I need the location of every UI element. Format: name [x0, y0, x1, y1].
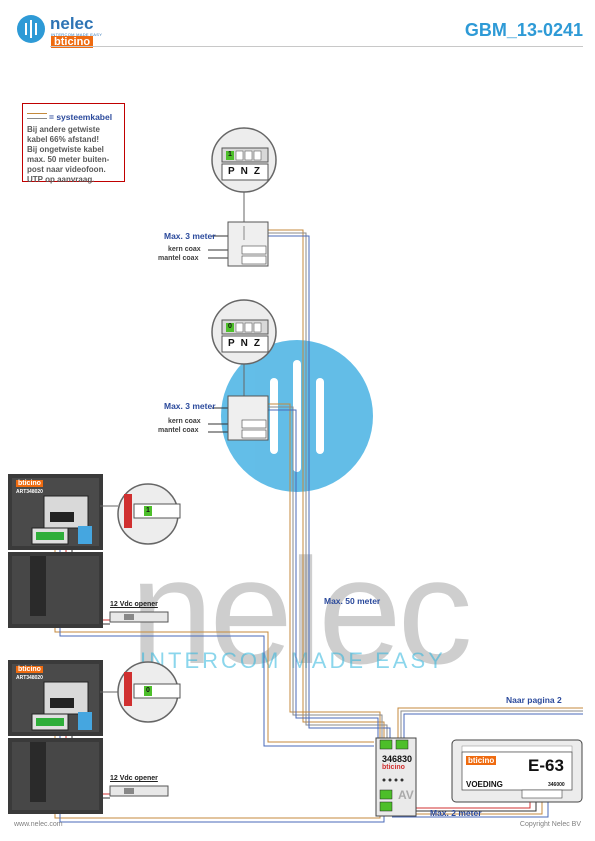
footer-website: www.nelec.com [14, 821, 63, 828]
footer-copyright: Copyright Nelec BV [519, 821, 581, 828]
max3-label-top: Max. 3 meter [164, 231, 216, 241]
outdoor-panel-1 [8, 474, 103, 628]
max2-label: Max. 2 meter [430, 808, 482, 818]
dip-value-top: 1 [228, 151, 232, 158]
legend-body: Bij andere getwiste kabel 66% afstand! B… [27, 125, 110, 184]
pnz-labels-middle: PNZ [228, 338, 267, 349]
coax-adapter-top [227, 221, 269, 267]
header-divider [50, 46, 583, 47]
wire-mid-brown [268, 403, 381, 738]
psu-model: E-63 [528, 756, 564, 775]
wire-top-blue [268, 235, 391, 738]
wire-top-brown [268, 229, 385, 738]
wire-psu-red [392, 800, 531, 809]
max3-label-middle: Max. 3 meter [164, 401, 216, 411]
doc-code: GBM_13-0241 [464, 20, 583, 40]
av-module [375, 737, 417, 817]
dip-value-middle: 0 [228, 323, 232, 330]
opener-label-1: 12 Vdc opener [110, 601, 158, 608]
kern-coax-label-top: kern coax [168, 246, 201, 253]
psu-name: VOEDING [466, 780, 503, 789]
legend-title: = systeemkabel [49, 112, 113, 122]
av-label: AV [398, 788, 414, 802]
wire-mid-blue [268, 409, 379, 738]
opener-label-2: 12 Vdc opener [110, 775, 158, 782]
system-cable-swatch [27, 112, 47, 119]
mantel-coax-label-middle: mantel coax [158, 427, 199, 434]
kern-coax-label-middle: kern coax [168, 418, 201, 425]
psu-brand: bticino [466, 756, 497, 765]
door-opener-1 [109, 611, 169, 623]
wire-panel2-bus-a [54, 732, 381, 819]
zoom-bubble-top [211, 127, 277, 222]
zoom-bubble-panel-1 [100, 483, 181, 545]
watermark-text: nelec [130, 527, 473, 695]
zoom-bubble-middle [211, 299, 277, 396]
wire-psu-blue [392, 800, 549, 818]
naar-pagina-label: Naar pagina 2 [506, 695, 562, 705]
logo-tagline: INTERCOM MADE EASY [51, 32, 103, 37]
psu-art: 346000 [548, 782, 565, 788]
watermark-subtitle: INTERCOM MADE EASY [140, 648, 446, 673]
panel2-art: ART348020 [16, 675, 43, 681]
wire-naar-brown [397, 707, 583, 738]
zoom-bubble-panel-2 [100, 661, 181, 723]
door-opener-2 [109, 785, 169, 797]
av-brand: bticino [382, 764, 405, 771]
wire-psu-black [392, 800, 537, 812]
brand-logo: bticino [51, 36, 94, 48]
mantel-coax-label-top: mantel coax [158, 255, 199, 262]
outdoor-panel-2 [8, 660, 103, 814]
wire-panel1-bus-b [59, 545, 374, 747]
panel2-brand: bticino [16, 666, 43, 673]
panel1-brand: bticino [16, 480, 43, 487]
wire-psu-brown [392, 800, 543, 815]
power-supply [451, 739, 583, 803]
watermark-logo-icon [221, 340, 373, 492]
dip-value-panel1: 1 [146, 507, 150, 514]
wire-naar-grey [400, 710, 583, 738]
coax-adapter-middle [227, 395, 269, 441]
max50-label: Max. 50 meter [324, 596, 381, 606]
pnz-labels-top: PNZ [228, 166, 267, 177]
dip-value-panel2: 0 [146, 687, 150, 694]
wire-mid-grey [268, 406, 383, 738]
wire-naar-blue [403, 713, 583, 738]
wire-top-grey [268, 232, 388, 738]
logo-text: nelec [50, 14, 94, 33]
av-code: 346830 [382, 754, 413, 764]
nelec-logo-icon [17, 15, 45, 43]
legend-box: = systeemkabel Bij andere getwiste kabel… [22, 103, 125, 184]
panel1-art: ART348020 [16, 489, 43, 495]
